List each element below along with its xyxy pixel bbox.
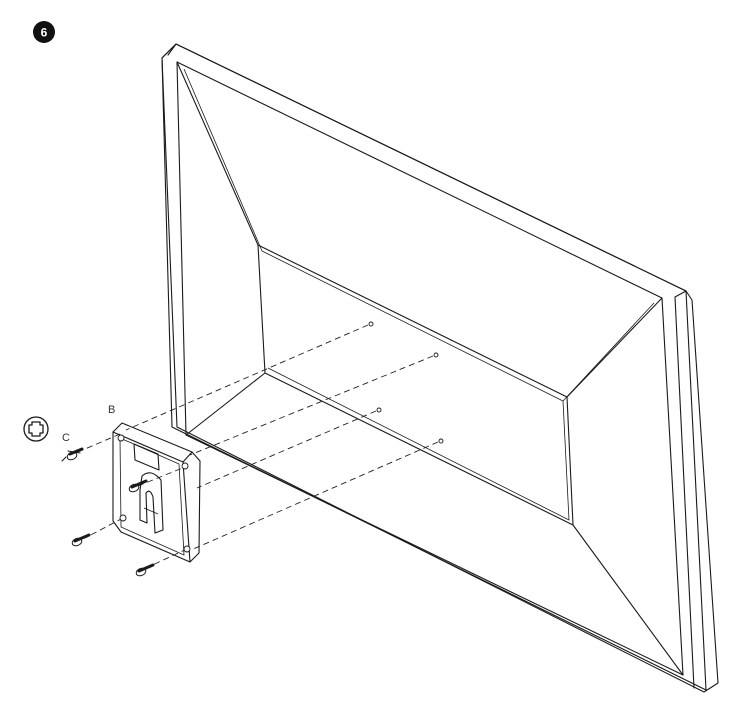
screw-hole (433, 352, 439, 358)
screw (135, 563, 155, 577)
screw-hole (368, 321, 374, 327)
step-badge: 6 (33, 21, 55, 43)
photo-frame (161, 43, 719, 693)
alignment-lines (77, 324, 439, 569)
step-number: 6 (41, 26, 48, 40)
screw (128, 479, 148, 493)
screw-hole (438, 438, 444, 444)
screw (61, 447, 84, 462)
mount-bracket (112, 422, 201, 563)
bracket-label: B (108, 404, 115, 416)
screw-hole (376, 407, 382, 413)
phillips-screwdriver-icon (23, 416, 49, 442)
screw (71, 533, 91, 547)
screw-label: C (62, 432, 70, 444)
